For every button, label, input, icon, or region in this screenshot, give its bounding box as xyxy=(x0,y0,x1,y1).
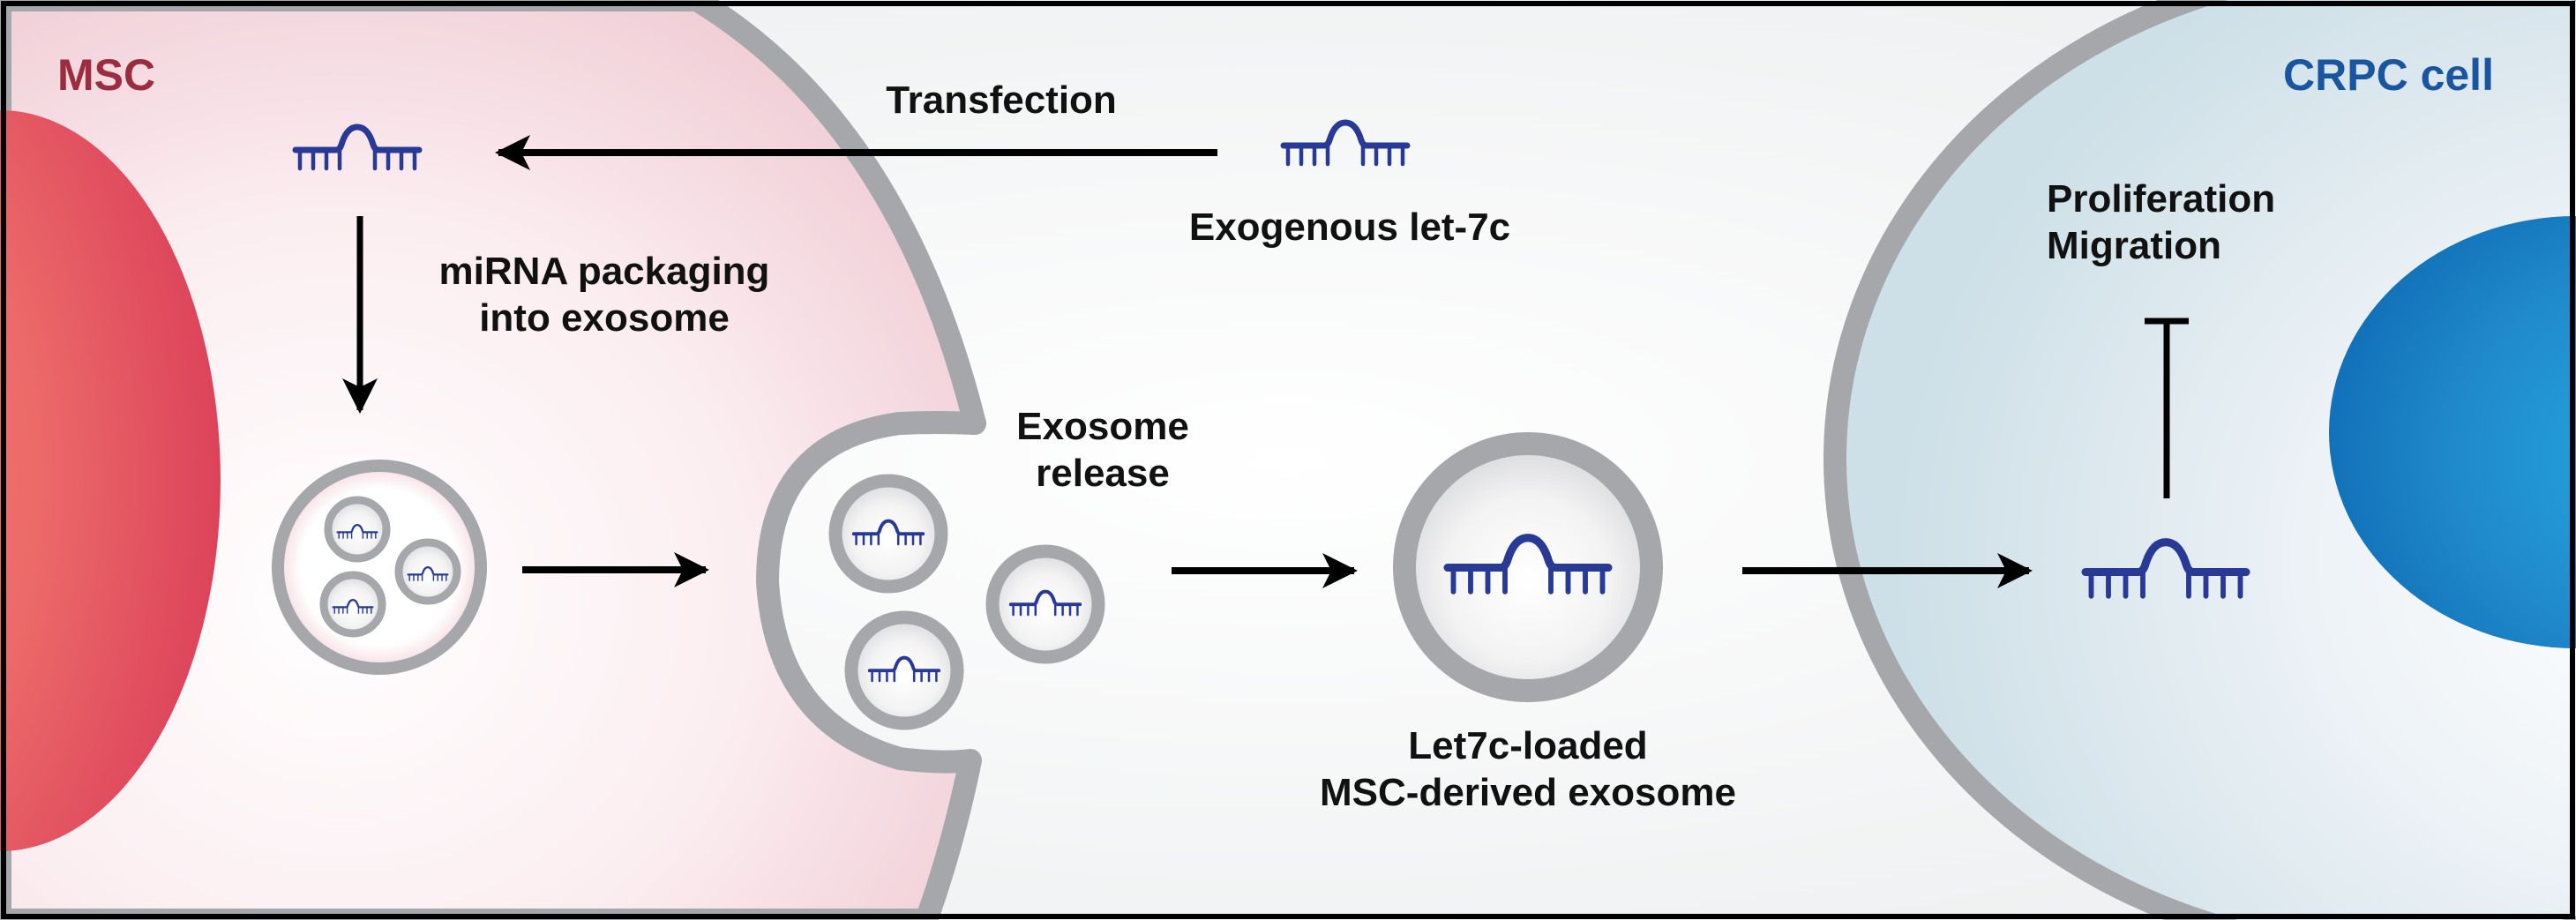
crpc-label: CRPC cell xyxy=(2283,50,2494,100)
packaging-label-line2: into exosome xyxy=(479,295,730,340)
msc-nucleus xyxy=(0,110,221,851)
effect-label-proliferation: Proliferation xyxy=(2047,177,2276,221)
crpc-cell-membrane xyxy=(1823,0,2576,920)
loaded-label-line2: MSC-derived exosome xyxy=(1320,770,1736,814)
inhibition-symbol xyxy=(2145,318,2189,498)
small-vesicle xyxy=(319,571,386,638)
transfection-label: Transfection xyxy=(886,79,1117,122)
release-label-line1: Exosome xyxy=(1016,405,1189,448)
exogenous-label: Exogenous let-7c xyxy=(1188,206,1511,249)
packaging-label: miRNA packaging into exosome xyxy=(397,249,812,342)
budding-exosome xyxy=(828,474,948,594)
loaded-exosome xyxy=(1393,432,1663,702)
release-label: Exosome release xyxy=(979,404,1226,497)
packaging-label-line1: miRNA packaging xyxy=(438,250,770,293)
crpc-nucleus xyxy=(2329,216,2576,648)
release-label-line2: release xyxy=(1036,451,1170,495)
multivesicular-body xyxy=(272,460,487,675)
effect-label-migration: Migration xyxy=(2047,223,2221,267)
budding-exosome xyxy=(844,610,964,730)
effect-label: Proliferation Migration xyxy=(2047,176,2275,270)
msc-label: MSC xyxy=(57,50,156,100)
small-vesicle xyxy=(394,538,461,605)
small-vesicle xyxy=(324,496,391,563)
loaded-exosome-label: Let7c-loaded MSC-derived exosome xyxy=(1307,723,1749,817)
msc-cell-membrane xyxy=(0,0,986,920)
loaded-label-line1: Let7c-loaded xyxy=(1408,724,1648,767)
released-exosome xyxy=(985,544,1105,664)
